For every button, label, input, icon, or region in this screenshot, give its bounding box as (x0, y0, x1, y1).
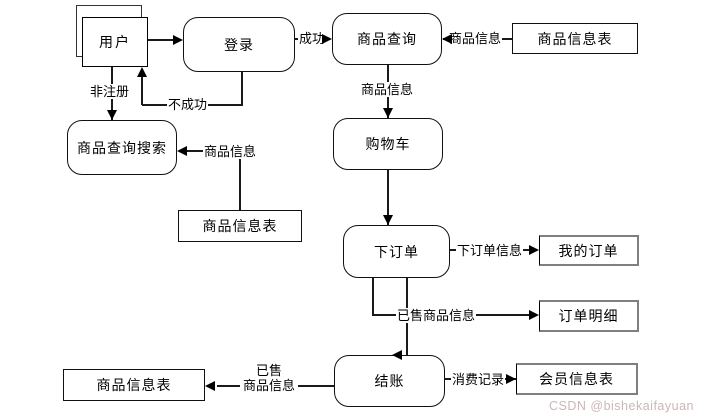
arrowhead-into-my-orders (529, 245, 539, 255)
arrowhead-into-product-info-table-bottom (205, 381, 215, 391)
store-order-details-label: 订单明细 (558, 308, 619, 324)
flow-label-success: 成功 (298, 31, 327, 46)
store-order-details: 订单明细 (539, 300, 639, 332)
flow-label-sold-line2: 商品信息 (242, 378, 295, 393)
arrowhead-into-cart (383, 108, 393, 118)
node-cart: 购物车 (333, 118, 443, 170)
flow-label-sold-line1: 已售 (255, 363, 282, 378)
node-product-search-label: 商品查询搜索 (77, 139, 167, 156)
arrowhead-into-place-order (383, 215, 393, 225)
arrowhead-into-product-search (107, 110, 117, 120)
flow-label-product-info-search: 商品信息 (203, 144, 258, 159)
node-place-order: 下订单 (343, 225, 450, 278)
node-product-query: 商品查询 (332, 13, 442, 65)
arrowhead-into-product-search-right (177, 146, 187, 156)
flow-label-sold-two-line: 已售 商品信息 (240, 363, 298, 393)
flow-label-sold-product-info: 已售商品信息 (396, 308, 477, 323)
flow-line-placeorder-down-left (372, 278, 374, 315)
flow-label-unregistered: 非注册 (89, 84, 131, 99)
node-product-query-label: 商品查询 (357, 31, 417, 47)
node-user-label: 用户 (99, 34, 131, 50)
arrowhead-into-login (173, 35, 183, 45)
node-place-order-label: 下订单 (374, 243, 419, 260)
node-cart-label: 购物车 (365, 136, 411, 152)
node-product-search: 商品查询搜索 (67, 120, 177, 175)
flow-line-table-up (239, 151, 241, 210)
flow-line-up-to-user (141, 74, 143, 105)
store-member-info-table: 会员信息表 (516, 363, 638, 395)
arrowhead-into-order-details (529, 310, 539, 320)
csdn-watermark: CSDN @bishekaifayuan (549, 399, 694, 413)
flow-label-consumption-record: 消费记录 (451, 372, 506, 387)
store-product-info-table-mid-label: 商品信息表 (202, 218, 278, 234)
store-my-orders-label: 我的订单 (558, 242, 619, 259)
node-user: 用户 (82, 17, 148, 67)
store-product-info-table-bottom: 商品信息表 (63, 369, 205, 401)
store-product-info-table-bottom-label: 商品信息表 (96, 377, 172, 393)
store-product-info-table-mid: 商品信息表 (178, 210, 302, 242)
flow-line-login-down (241, 72, 243, 106)
node-checkout-label: 结账 (374, 373, 405, 389)
node-login-label: 登录 (224, 36, 254, 53)
arrowhead-into-checkout-top (392, 350, 402, 360)
store-product-info-table-top: 商品信息表 (512, 23, 638, 54)
flow-label-product-info-mid: 商品信息 (360, 82, 415, 97)
flow-label-product-info-top: 商品信息 (448, 31, 503, 46)
arrowhead-into-product-query-right (442, 34, 452, 44)
store-my-orders: 我的订单 (539, 235, 639, 266)
flow-label-place-order-info: 下订单信息 (456, 243, 524, 258)
store-member-info-table-label: 会员信息表 (539, 371, 614, 387)
node-checkout: 结账 (334, 355, 445, 407)
flow-line-cart-placeorder (387, 170, 389, 225)
flow-line-user-login (148, 39, 181, 41)
node-login: 登录 (183, 17, 295, 72)
arrowhead-into-product-query (322, 34, 332, 44)
arrowhead-into-user (137, 67, 147, 77)
arrowhead-into-member-table (506, 374, 516, 384)
store-product-info-table-top-label: 商品信息表 (537, 30, 613, 47)
flow-label-unsuccessful: 不成功 (167, 97, 209, 112)
